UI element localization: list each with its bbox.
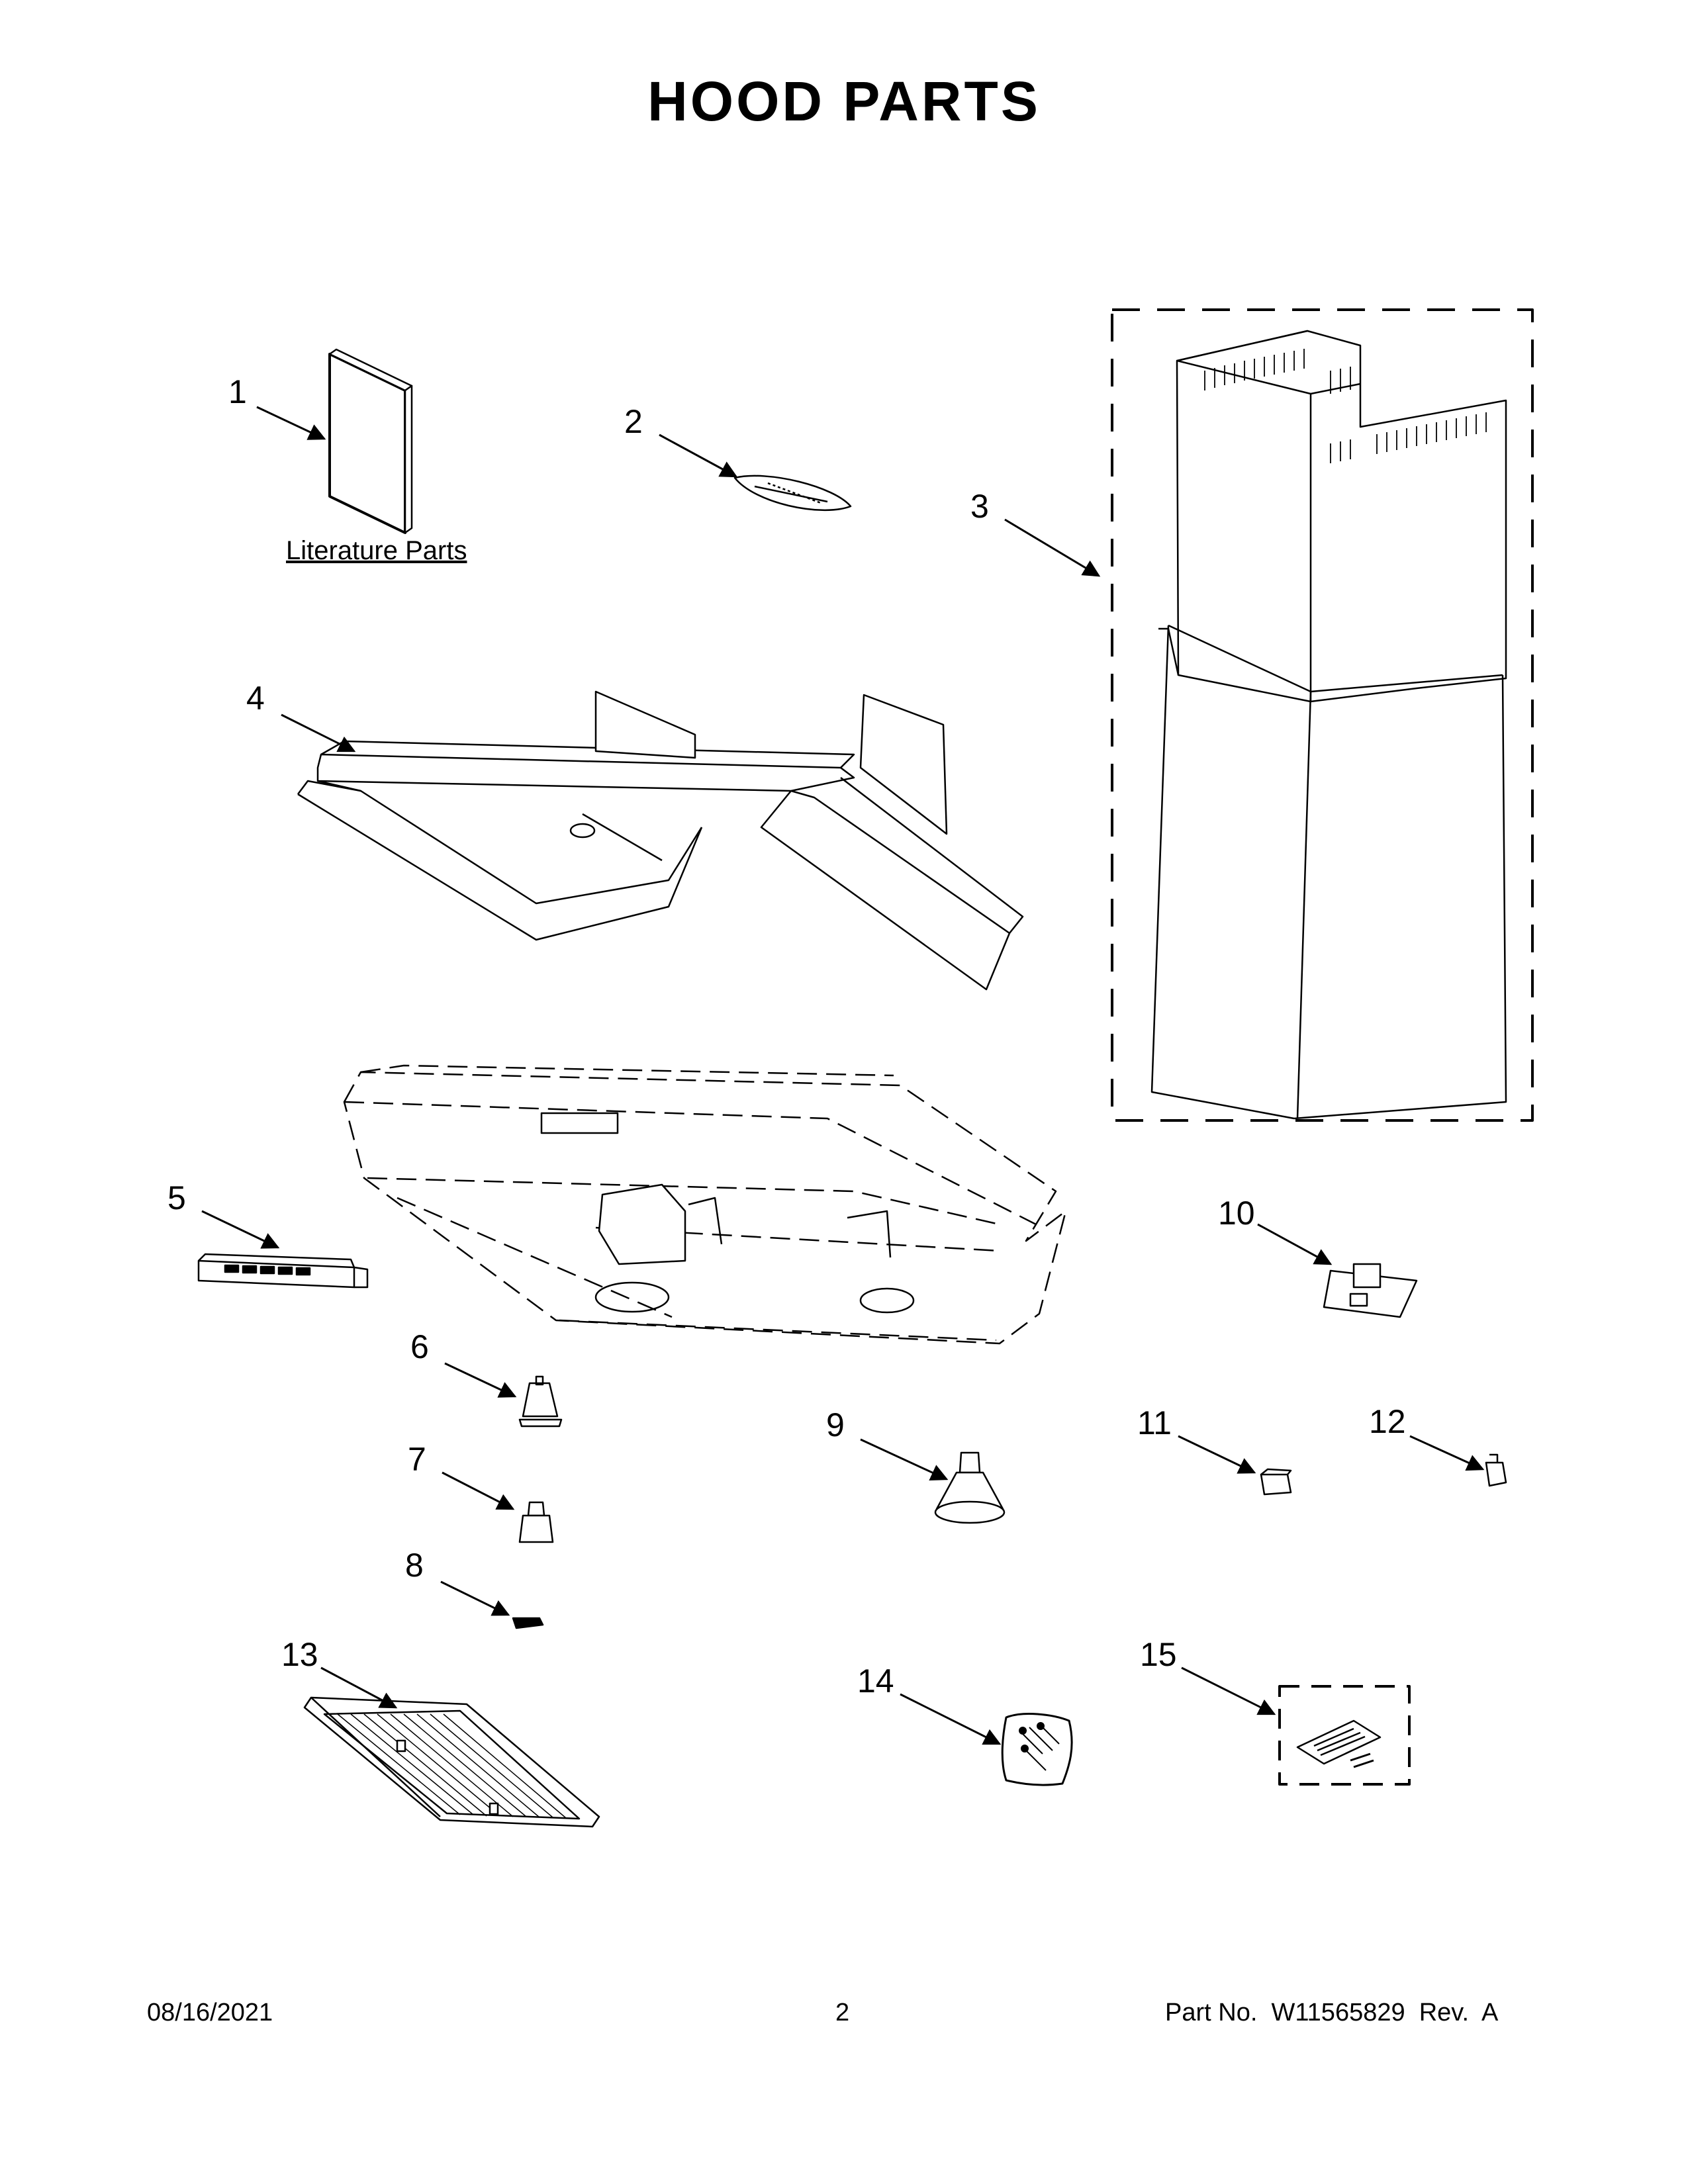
callout-leaders: [202, 407, 1485, 1744]
leader-3: [1005, 520, 1101, 577]
grease-filter: [305, 1698, 599, 1827]
callout-12: 12: [1369, 1403, 1406, 1440]
callout-5: 5: [167, 1179, 186, 1216]
leader-11: [1178, 1436, 1256, 1474]
leader-4: [281, 715, 356, 751]
leader-10: [1258, 1224, 1333, 1264]
callout-9: 9: [826, 1406, 845, 1443]
hood-canopy: [298, 692, 1023, 989]
leader-13: [321, 1668, 398, 1707]
callout-6: 6: [410, 1328, 429, 1365]
footer-part-number: Part No. W11565829 Rev. A: [1165, 1999, 1499, 2026]
callout-7: 7: [408, 1441, 426, 1478]
leader-9: [861, 1439, 949, 1480]
footer-page-number: 2: [835, 1999, 850, 2026]
callout-1: 1: [228, 373, 247, 410]
hood-blower: [541, 1113, 914, 1312]
hood-body: [344, 1066, 1066, 1343]
hardware-bag: [1002, 1714, 1072, 1786]
leader-14: [900, 1694, 1002, 1744]
flood-bulb: [935, 1453, 1004, 1523]
page-title: HOOD PARTS: [647, 70, 1041, 132]
callout-10: 10: [1218, 1195, 1255, 1232]
callout-3: 3: [970, 488, 989, 525]
leader-15: [1182, 1668, 1276, 1714]
lamp-socket: [520, 1377, 561, 1426]
callout-8: 8: [405, 1547, 424, 1584]
leader-1: [257, 407, 326, 440]
callout-15: 15: [1140, 1636, 1177, 1673]
leader-2: [659, 435, 738, 477]
leader-5: [202, 1211, 280, 1249]
callout-13: 13: [281, 1636, 318, 1673]
literature-parts-label: Literature Parts: [286, 536, 467, 565]
chimney-cover: [1112, 310, 1532, 1120]
halogen-bulb: [520, 1502, 553, 1542]
leader-12: [1410, 1436, 1485, 1471]
switch-part: [513, 1618, 543, 1628]
leader-8: [441, 1582, 510, 1616]
capacitor: [1261, 1469, 1291, 1494]
literature-booklet: [330, 349, 412, 533]
installation-kit: [1280, 1686, 1409, 1784]
callout-2: 2: [624, 403, 643, 440]
thermal-switch: [1486, 1455, 1506, 1486]
callout-14: 14: [857, 1662, 894, 1700]
control-panel: [199, 1254, 367, 1287]
control-board: [1324, 1264, 1417, 1317]
vent-plate: [735, 476, 851, 510]
callout-11: 11: [1137, 1404, 1172, 1441]
callout-4: 4: [246, 680, 265, 717]
footer-date: 08/16/2021: [147, 1999, 273, 2026]
leader-6: [445, 1363, 517, 1398]
leader-7: [442, 1473, 515, 1509]
